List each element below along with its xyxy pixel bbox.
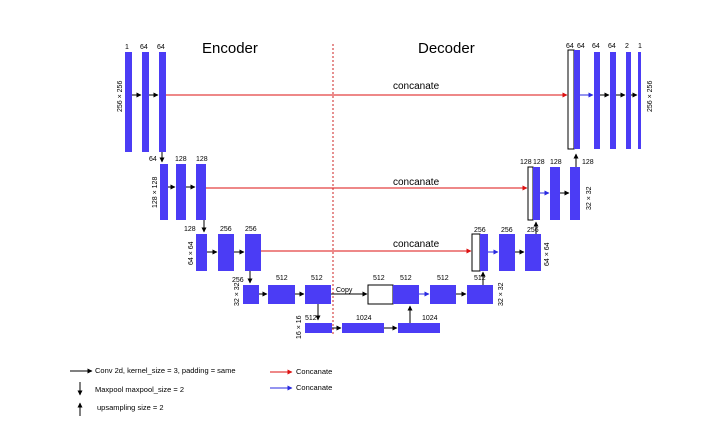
channel-label: 512 — [305, 315, 317, 322]
decoder-level-4: 512 512 512 512 32 × 32 Copy — [331, 271, 505, 306]
channel-label: 64 — [566, 43, 574, 50]
copy-block — [367, 284, 394, 305]
feature-block — [610, 52, 616, 149]
channel-label: 512 — [373, 275, 385, 282]
size-label: 64 × 64 — [188, 241, 195, 265]
feature-block — [430, 285, 456, 304]
feature-block — [499, 234, 515, 271]
channel-label: 64 — [140, 44, 148, 51]
channel-label: 64 — [608, 43, 616, 50]
feature-block — [570, 167, 580, 220]
channel-label: 512 — [437, 275, 449, 282]
channel-label: 128 — [520, 159, 532, 166]
feature-block — [393, 285, 419, 304]
feature-block — [243, 285, 259, 304]
feature-block — [626, 52, 631, 149]
size-label: 16 × 16 — [296, 315, 303, 339]
feature-block — [196, 164, 206, 220]
channel-label: 64 — [592, 43, 600, 50]
encoder-level-3: 128 256 256 64 × 64 — [184, 226, 261, 284]
channel-label: 128 — [533, 159, 545, 166]
feature-block — [196, 234, 207, 271]
feature-block — [159, 52, 166, 152]
size-label: 32 × 32 — [586, 186, 593, 210]
channel-label: 256 — [245, 226, 257, 233]
channel-label: 64 — [157, 44, 165, 51]
copy-block — [527, 166, 534, 221]
decoder-level-1: 64 64 64 64 2 1 256 × 256 — [566, 43, 654, 150]
channel-label: 2 — [625, 43, 629, 50]
size-label: 256 × 256 — [647, 81, 654, 112]
legend: Conv 2d, kernel_size = 3, padding = same… — [70, 366, 332, 416]
feature-block — [550, 167, 560, 220]
size-label: 64 × 64 — [544, 242, 551, 266]
channel-label: 256 — [220, 226, 232, 233]
channel-label: 128 — [550, 159, 562, 166]
feature-block — [398, 323, 440, 333]
channel-label: 128 — [175, 156, 187, 163]
channel-label: 128 — [196, 156, 208, 163]
concat-label: concanate — [393, 81, 440, 92]
copy-block — [471, 233, 481, 272]
feature-block — [525, 234, 541, 271]
channel-label: 512 — [311, 275, 323, 282]
channel-label: 512 — [474, 275, 486, 282]
channel-label: 64 — [577, 43, 585, 50]
channel-label: 256 — [232, 277, 244, 284]
channel-label: 256 — [501, 227, 513, 234]
concat-red-legend-label: Concanate — [296, 367, 332, 376]
feature-block — [467, 285, 493, 304]
feature-block — [125, 52, 132, 152]
feature-block — [218, 234, 234, 271]
size-label: 256 × 256 — [117, 81, 124, 112]
channel-label: 128 — [582, 159, 594, 166]
feature-block — [142, 52, 149, 152]
channel-label: 128 — [184, 226, 196, 233]
decoder-level-2: 128 128 128 128 32 × 32 — [520, 153, 594, 221]
channel-label: 64 — [149, 156, 157, 163]
decoder-level-3: 256 256 256 64 × 64 — [471, 221, 551, 272]
bottleneck: 512 1024 1024 16 × 16 — [296, 305, 440, 339]
feature-block — [533, 167, 540, 220]
channel-label: 1 — [638, 43, 642, 50]
encoder-title: Encoder — [202, 40, 258, 57]
channel-label: 512 — [400, 275, 412, 282]
concat-label: concanate — [393, 177, 440, 188]
feature-block — [268, 285, 295, 304]
feature-block — [342, 323, 384, 333]
channel-label: 256 — [474, 227, 486, 234]
feature-block — [574, 50, 580, 149]
channel-label: 1024 — [356, 315, 372, 322]
encoder-level-2: 64 128 128 128 × 128 — [149, 156, 208, 233]
maxpool-legend-label: Maxpool maxpool_size = 2 — [95, 385, 184, 394]
size-label: 32 × 32 — [498, 282, 505, 306]
channel-label: 1024 — [422, 315, 438, 322]
channel-label: 1 — [125, 44, 129, 51]
channel-label: 512 — [276, 275, 288, 282]
feature-block — [305, 323, 332, 333]
skip-connections: concanate concanate concanate — [166, 81, 568, 254]
feature-block — [160, 164, 168, 220]
concat-blue-legend-label: Concanate — [296, 383, 332, 392]
concat-label: concanate — [393, 239, 440, 250]
size-label: 128 × 128 — [152, 177, 159, 208]
feature-block — [638, 52, 641, 149]
decoder-title: Decoder — [418, 40, 475, 57]
feature-block — [594, 52, 600, 149]
feature-block — [176, 164, 186, 220]
encoder-level-1: 1 64 64 256 × 256 — [117, 44, 166, 163]
feature-block — [305, 285, 331, 304]
copy-block — [567, 49, 575, 150]
encoder-level-4: 256 512 512 32 × 32 — [232, 275, 331, 321]
upsampling-legend-label: upsampling size = 2 — [97, 403, 164, 412]
conv-legend-label: Conv 2d, kernel_size = 3, padding = same — [95, 366, 236, 375]
feature-block — [480, 234, 488, 271]
size-label: 32 × 32 — [234, 282, 241, 306]
copy-label: Copy — [336, 287, 353, 294]
channel-label: 256 — [527, 227, 539, 234]
feature-block — [245, 234, 261, 271]
